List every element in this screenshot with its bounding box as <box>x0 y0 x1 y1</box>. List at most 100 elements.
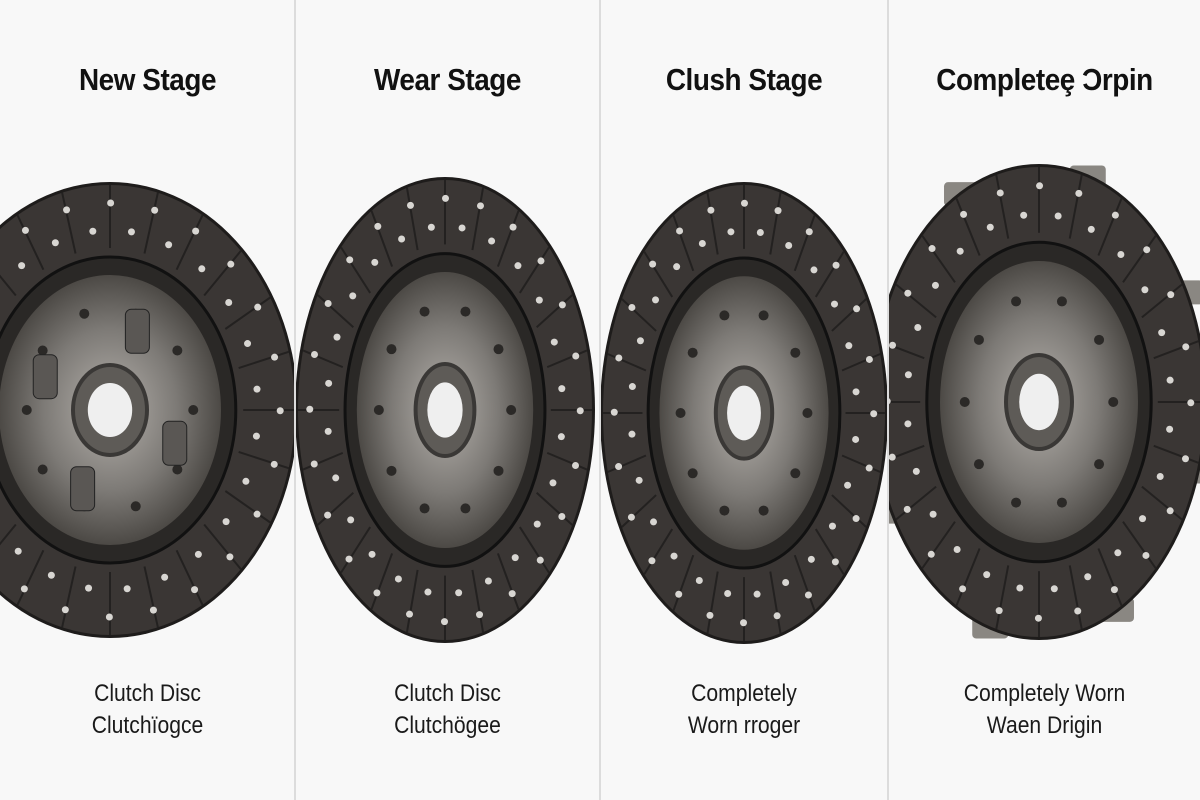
rivet <box>670 552 678 560</box>
rivet <box>345 555 353 563</box>
rivet <box>349 292 357 300</box>
hub-center-hole <box>427 382 463 438</box>
rivet <box>484 577 492 585</box>
rivet <box>373 589 381 597</box>
lining-groove <box>955 198 981 256</box>
rivet <box>707 206 715 214</box>
rivet <box>1074 607 1082 615</box>
lining-groove <box>841 353 881 372</box>
rivet <box>652 296 660 304</box>
rivet <box>442 194 450 202</box>
rivet <box>756 229 764 237</box>
rivet <box>455 589 463 597</box>
rivet <box>347 516 355 524</box>
panel-title: Completeȩ Ɔrpin <box>936 62 1153 97</box>
lining-groove <box>16 549 45 606</box>
rivet <box>852 435 860 443</box>
rivet <box>198 265 206 273</box>
hub-hole <box>373 405 384 415</box>
lining-groove <box>238 450 290 470</box>
caption-line: Clutchïogce <box>91 712 204 739</box>
rivet <box>1016 584 1024 592</box>
rivet <box>21 226 29 234</box>
rivet <box>374 222 382 230</box>
lining-groove <box>607 454 647 473</box>
lining-groove <box>535 294 573 328</box>
lining-groove <box>224 490 271 524</box>
lining-groove <box>175 214 204 271</box>
caption-line: Waen Drigin <box>986 712 1103 739</box>
rivet <box>537 257 545 265</box>
rivet <box>1166 425 1174 433</box>
rivet <box>346 256 354 264</box>
rivet <box>271 353 279 361</box>
rivet <box>928 245 936 253</box>
rivet <box>1034 614 1042 622</box>
damper-spring <box>124 308 150 354</box>
rivet <box>628 430 636 438</box>
rivet <box>406 610 414 618</box>
lining-groove <box>0 274 17 297</box>
divider <box>294 0 296 800</box>
hub-hole <box>419 503 430 514</box>
hub-hole <box>1011 497 1022 508</box>
rivet <box>1187 399 1195 407</box>
rivet <box>226 553 234 561</box>
lining-groove <box>405 187 419 251</box>
lining-groove <box>621 494 657 528</box>
rivet <box>533 520 541 528</box>
lining-groove <box>672 215 695 272</box>
lining-groove <box>895 283 937 319</box>
lining-groove <box>546 451 588 471</box>
hub-hole <box>719 310 730 321</box>
rivet <box>956 247 964 255</box>
lining-groove <box>1153 340 1199 360</box>
rivet <box>514 262 522 270</box>
lining-groove <box>143 566 159 628</box>
rivet <box>310 460 318 468</box>
rivet <box>227 260 235 268</box>
rivet <box>325 379 333 387</box>
rivet <box>306 405 314 413</box>
rivet <box>222 518 230 526</box>
rivet <box>194 550 202 558</box>
hub-hole <box>37 464 48 475</box>
lining-groove <box>471 187 485 251</box>
lining-groove <box>61 566 77 628</box>
rivet <box>192 227 200 235</box>
rivet <box>774 207 782 215</box>
hub-hole <box>188 405 199 415</box>
lining-groove <box>370 210 394 267</box>
lining-groove <box>16 214 45 271</box>
hub-hole <box>1056 497 1067 508</box>
hub-hole <box>37 345 48 356</box>
divider <box>599 0 601 800</box>
rivet <box>1156 472 1164 480</box>
rivet <box>270 460 278 468</box>
rivet <box>804 591 812 599</box>
rivet <box>615 354 623 362</box>
rivet <box>903 505 911 513</box>
rivet <box>324 427 332 435</box>
rivet <box>105 613 113 621</box>
rivet <box>191 586 199 594</box>
lining-groove <box>889 444 925 461</box>
lining-groove <box>643 528 674 575</box>
rivet <box>1141 286 1149 294</box>
rivet <box>959 585 967 593</box>
rivet <box>252 432 260 440</box>
lining-groove <box>841 454 881 473</box>
rivet <box>1111 211 1119 219</box>
hub-hole <box>79 308 90 319</box>
panel-title: Wear Stage <box>374 62 521 97</box>
rivet <box>649 260 657 268</box>
lining-groove <box>370 553 394 610</box>
hub-hole <box>419 306 430 317</box>
lining-groove <box>814 528 845 575</box>
lining-groove <box>143 192 159 254</box>
rivet <box>724 589 732 597</box>
